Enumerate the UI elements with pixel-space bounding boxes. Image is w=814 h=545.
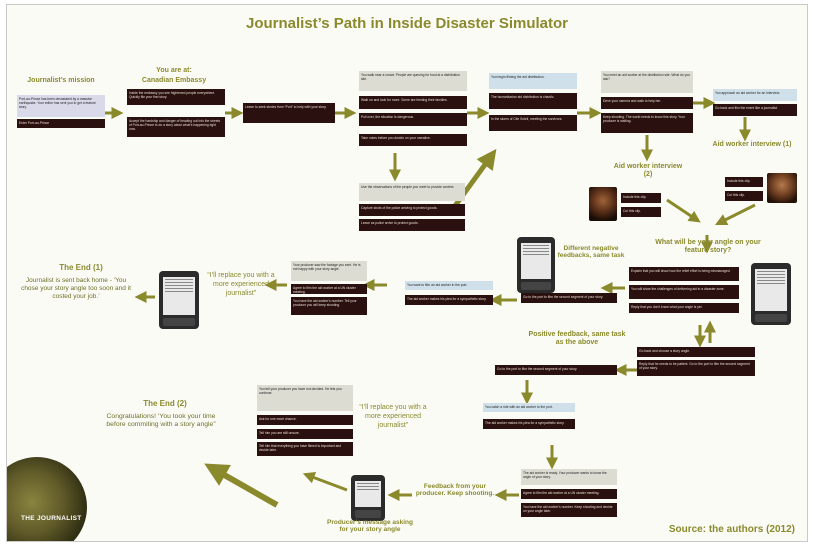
phone-icon-end1: [159, 271, 199, 329]
aid-worker-photo-1: [767, 173, 797, 203]
logo-text: THE JOURNALIST: [21, 515, 82, 522]
phone-icon-negative: [517, 237, 555, 293]
diagram-title: Journalist’s Path in Inside Disaster Sim…: [245, 15, 569, 32]
box-angle-b[interactable]: You will show the challenges of deliveri…: [629, 285, 739, 299]
box-dark-b[interactable]: Leave as police arrive to protect goods.: [359, 219, 465, 231]
box-angle-a[interactable]: Explain that you will show how the relie…: [629, 267, 739, 281]
box-dist-b[interactable]: In the slums of Cite Soleil, meeting the…: [489, 115, 577, 131]
quote-2: “I’ll replace you with a more experience…: [359, 404, 427, 430]
label-aid-worker-1: Aid worker interview (1): [712, 141, 792, 148]
box-right-c[interactable]: Keep shooting. The world needs to know t…: [601, 113, 693, 133]
end1-text: Journalist is sent back home - ‘You chos…: [21, 277, 131, 300]
box-dark-bottom-a[interactable]: Agree to film the aid worker at a UN clu…: [521, 489, 617, 499]
box-aw1-a[interactable]: Include this clip.: [725, 177, 763, 187]
box-gray-end2: You tell your producer you have not deci…: [257, 385, 353, 411]
box-dark-end2-b[interactable]: Tell him you are still unsure.: [257, 429, 353, 439]
box-gray-a: Use the observations of the people you m…: [359, 183, 465, 201]
box-walk: You walk near a crowd. People are queuin…: [359, 71, 467, 91]
box-leave[interactable]: Leave to seek stories from “Port” to hel…: [243, 103, 335, 123]
box-gray-end1: Your producer saw the footage you sent. …: [291, 261, 367, 281]
box-mission-text: Port-au-Prince has been devastated by a …: [17, 95, 105, 117]
box-reply[interactable]: Reply that he needs to be patient. Go to…: [637, 360, 755, 376]
box-dist-a[interactable]: The humanitarian aid distribution is cha…: [489, 93, 577, 109]
quote-1: “I’ll replace you with a more experience…: [207, 272, 275, 298]
label-mission: Journalist’s mission: [27, 77, 95, 84]
label-producer-message: Producer’s message asking for your story…: [327, 519, 413, 534]
box-far-a: You approach an aid worker for an interv…: [713, 89, 797, 101]
box-low-blue: You catch a ride with an aid worker to t…: [483, 403, 575, 412]
end2-text: Congratulations! ‘You took your time bef…: [106, 413, 216, 429]
box-mid-a[interactable]: Walk on and look for more. Some are feed…: [359, 96, 467, 109]
label-positive-feedback: Positive feedback, same task as the abov…: [528, 331, 626, 347]
label-aid-worker-2: Aid worker interview (2): [613, 163, 683, 179]
box-neg-dark[interactable]: The aid worker makes his plea for a symp…: [405, 295, 493, 305]
box-dark-end1-b[interactable]: You have the aid worker’s number. Tell y…: [291, 297, 367, 315]
box-dark-end2-a[interactable]: Ask for one more chance.: [257, 415, 353, 425]
box-embassy-a[interactable]: Inside the embassy you see frightened pe…: [127, 89, 225, 105]
arrow-aw1-angle: [714, 203, 756, 226]
box-mid-b[interactable]: Pull over, the situation is dangerous.: [359, 113, 467, 126]
box-blue-top: You begin filming the aid distribution.: [489, 73, 577, 89]
box-right-a: You meet an aid worker at the distributi…: [601, 71, 693, 93]
box-dark-end2-c[interactable]: Tell him that everything you have filmed…: [257, 442, 353, 456]
box-gray-bottom: The aid worker is ready. Your producer w…: [521, 469, 617, 485]
flow-arrows: [105, 97, 756, 508]
box-aw1-b[interactable]: Cut this clip.: [725, 191, 763, 201]
box-go-back[interactable]: Go back and choose a story angle.: [637, 347, 755, 357]
box-pos-task[interactable]: Go to the port to film the second segmen…: [495, 365, 617, 375]
box-dark-a[interactable]: Capture shots of the police arriving to …: [359, 204, 465, 216]
aid-worker-photo-2: [589, 187, 617, 221]
box-embassy-b[interactable]: Accept the hardship and danger of headin…: [127, 117, 225, 137]
label-you-are-at: You are at:: [156, 67, 192, 74]
label-feedback-producer: Feedback from your producer. Keep shooti…: [415, 483, 495, 498]
phone-icon-angle: [751, 263, 791, 325]
end1-title: The End (1): [59, 263, 103, 272]
box-right-b[interactable]: Drive your camera and walk to help her.: [601, 97, 693, 109]
box-mission-action[interactable]: Enter Port-au-Prince: [17, 119, 105, 128]
box-far-b[interactable]: Go back and film the event like a journa…: [713, 104, 797, 116]
box-dark-end1-a[interactable]: Agree to film the aid worker at a UN clu…: [291, 284, 367, 294]
end2-title: The End (2): [143, 399, 187, 408]
arrow-phone-end2: [302, 472, 348, 492]
box-aw2-b[interactable]: Cut this clip.: [621, 207, 661, 217]
label-angle-question: What will be your angle on your feature …: [655, 239, 761, 255]
box-mid-c[interactable]: Take notes before you decide on your nar…: [359, 134, 467, 146]
box-aw2-a[interactable]: Include this clip.: [621, 193, 661, 203]
label-negative-feedbacks: Different negative feedbacks, same task: [557, 245, 625, 260]
box-low-dark[interactable]: The aid worker makes his plea for a symp…: [483, 419, 575, 429]
source-caption: Source: the authors (2012): [668, 524, 795, 535]
arrow-big-end2: [204, 463, 279, 508]
diagram-frame: Journalist’s Path in Inside Disaster Sim…: [6, 4, 808, 542]
phone-icon-producer: [351, 475, 385, 521]
box-neg-blue: You want to film an aid worker in the po…: [405, 281, 493, 290]
label-embassy: Canadian Embassy: [141, 77, 207, 84]
box-dark-bottom-b[interactable]: You have the aid worker’s number. Keep s…: [521, 503, 617, 517]
box-neg-task[interactable]: Go to the port to film the second segmen…: [521, 293, 617, 303]
box-angle-c[interactable]: Reply that you don’t know what your angl…: [629, 303, 739, 313]
arrow-aw2-angle: [666, 198, 701, 223]
